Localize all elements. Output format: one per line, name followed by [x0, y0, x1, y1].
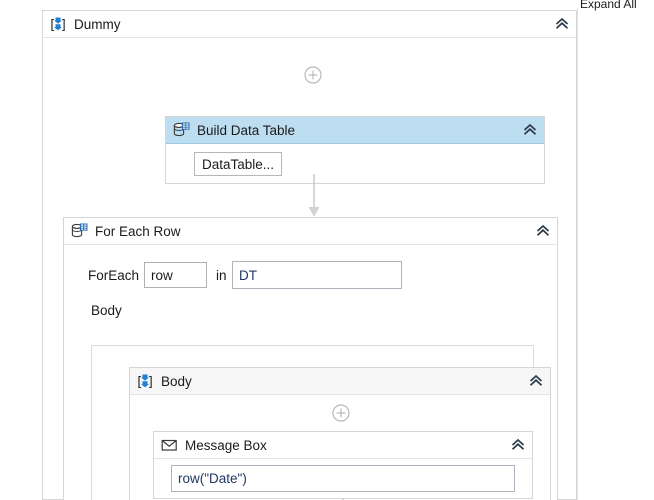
sequence-dummy[interactable]: [ ] Dummy — [42, 10, 577, 500]
sequence-body-header[interactable]: [ ] Body — [130, 368, 550, 395]
activity-build-data-table-title: Build Data Table — [197, 122, 296, 138]
sequence-body[interactable]: [ ] Body — [129, 367, 551, 500]
expand-all-label[interactable]: Expand All — [580, 0, 637, 11]
svg-text:]: ] — [149, 374, 153, 389]
data-table-icon — [173, 122, 190, 137]
chevron-double-up-icon[interactable] — [528, 373, 544, 389]
in-label: in — [216, 268, 227, 283]
sequence-body-title: Body — [161, 373, 192, 389]
activity-message-box[interactable]: Message Box row("Date") — [153, 431, 533, 499]
activity-build-data-table[interactable]: Build Data Table DataTable... — [165, 116, 545, 184]
svg-text:]: ] — [62, 17, 66, 32]
datatable-button[interactable]: DataTable... — [194, 152, 283, 176]
for-each-body-label: Body — [91, 303, 122, 318]
svg-text:[: [ — [138, 374, 142, 389]
chevron-double-up-icon[interactable] — [510, 437, 526, 453]
activity-build-data-table-header[interactable]: Build Data Table — [166, 117, 544, 144]
add-activity-plus-icon[interactable] — [304, 66, 322, 84]
activity-for-each-row-title: For Each Row — [95, 223, 181, 239]
chevron-double-up-icon[interactable] — [522, 122, 538, 138]
activity-build-data-table-body: DataTable... — [166, 144, 544, 184]
activity-for-each-row-header[interactable]: For Each Row — [64, 218, 557, 245]
chevron-double-up-icon[interactable] — [554, 16, 570, 32]
connector-arrow-down — [308, 174, 320, 217]
canvas-right-border — [577, 8, 578, 500]
activity-message-box-title: Message Box — [185, 437, 267, 453]
data-table-icon — [71, 223, 88, 238]
for-each-body-dropzone[interactable]: [ ] Body — [91, 345, 551, 500]
sequence-icon: [ ] — [138, 374, 153, 389]
activity-message-box-header[interactable]: Message Box — [154, 432, 532, 459]
chevron-double-up-icon[interactable] — [535, 223, 551, 239]
foreach-collection-input[interactable]: DT — [232, 261, 402, 289]
foreach-label: ForEach — [88, 268, 140, 283]
message-box-expression-input[interactable]: row("Date") — [171, 465, 515, 492]
sequence-dummy-title: Dummy — [74, 16, 121, 32]
envelope-icon — [161, 439, 177, 451]
sequence-dummy-header[interactable]: [ ] Dummy — [43, 11, 576, 38]
sequence-icon: [ ] — [51, 17, 66, 32]
activity-message-box-body: row("Date") — [154, 459, 532, 499]
svg-text:[: [ — [51, 17, 55, 32]
add-activity-plus-icon[interactable] — [332, 404, 350, 422]
foreach-item-input[interactable]: row — [144, 262, 207, 288]
activity-for-each-row[interactable]: For Each Row ForEach row in DT Body — [63, 217, 558, 500]
